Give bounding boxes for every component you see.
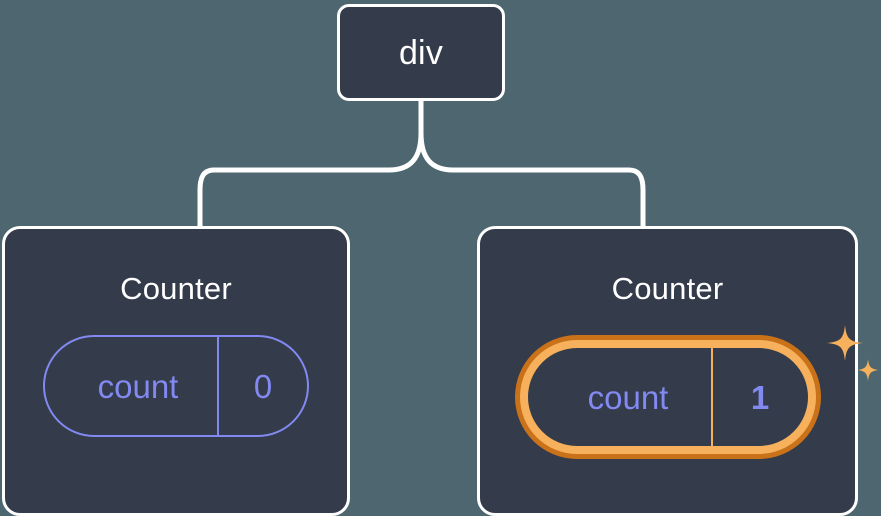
state-pill-right-wrap: count 1 <box>515 335 821 459</box>
node-counter-left-label: Counter <box>120 273 232 304</box>
node-div-label: div <box>399 36 443 70</box>
state-pill-count-1[interactable]: count 1 <box>528 348 808 446</box>
state-key-label-left: count <box>45 337 217 435</box>
sparkles-group <box>823 321 881 393</box>
state-pill-count-0[interactable]: count 0 <box>43 335 309 437</box>
edge-root-to-right-counter <box>421 133 643 226</box>
node-counter-left[interactable]: Counter count 0 <box>2 226 350 516</box>
state-key-label-right: count <box>528 348 711 446</box>
edge-root-to-left-counter <box>200 133 421 226</box>
node-div[interactable]: div <box>337 4 505 101</box>
state-value-label-left: 0 <box>217 337 307 435</box>
state-value-label-right: 1 <box>711 348 808 446</box>
state-pill-left-wrap: count 0 <box>43 335 309 437</box>
node-counter-right[interactable]: Counter count 1 <box>477 226 858 516</box>
sparkle-large-icon <box>827 325 863 361</box>
node-counter-right-label: Counter <box>612 273 724 304</box>
state-pill-highlight-ring: count 1 <box>515 335 821 459</box>
state-pill-highlight-ring-inner: count 1 <box>520 340 816 454</box>
sparkle-small-icon <box>857 359 879 381</box>
diagram-canvas: div Counter count 0 Counter count 1 <box>0 0 881 495</box>
